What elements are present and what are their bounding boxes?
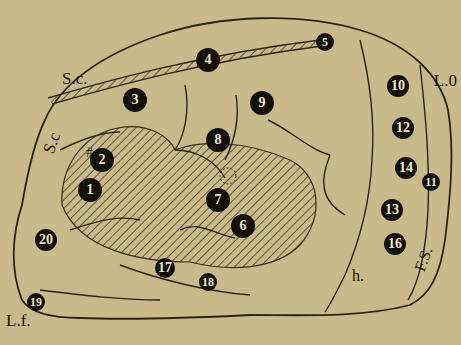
area-marker: 8 bbox=[206, 128, 230, 152]
brain-outline bbox=[14, 18, 452, 319]
dotted-mark bbox=[220, 168, 236, 184]
area-marker: 11 bbox=[422, 173, 440, 191]
callout-number: 3 bbox=[132, 93, 139, 107]
callout-number: 11 bbox=[425, 176, 436, 188]
callout-number: 20 bbox=[39, 233, 53, 247]
area-marker: 6 bbox=[231, 214, 255, 238]
area-marker: 9 bbox=[250, 91, 274, 115]
region-label: h. bbox=[352, 268, 364, 284]
central-sulcus bbox=[48, 40, 322, 104]
region-label: F.S. bbox=[412, 245, 435, 274]
callout-number: 6 bbox=[240, 219, 247, 233]
region-label: S.c. bbox=[62, 70, 88, 87]
area-marker: 4 bbox=[196, 48, 220, 72]
callout-number: 18 bbox=[202, 276, 214, 288]
callout-number: 5 bbox=[322, 36, 328, 48]
callout-number: 17 bbox=[158, 261, 172, 275]
area-marker: 7 bbox=[206, 188, 230, 212]
region-label: # bbox=[86, 146, 93, 160]
callout-number: 7 bbox=[215, 193, 222, 207]
callout-number: 16 bbox=[388, 237, 402, 251]
region-label: S.c bbox=[40, 130, 63, 156]
area-marker: 3 bbox=[123, 88, 147, 112]
area-marker: 19 bbox=[27, 293, 45, 311]
area-marker: 5 bbox=[316, 33, 334, 51]
hatched-area bbox=[62, 127, 316, 268]
region-label: L.f. bbox=[6, 312, 31, 329]
area-marker: 18 bbox=[199, 273, 217, 291]
area-marker: 1 bbox=[78, 178, 102, 202]
sulcus-hatch bbox=[48, 40, 322, 104]
area-marker: 16 bbox=[384, 233, 406, 255]
area-marker: 14 bbox=[395, 157, 417, 179]
callout-number: 13 bbox=[385, 203, 399, 217]
area-marker: 17 bbox=[155, 258, 175, 278]
area-marker: 10 bbox=[387, 75, 409, 97]
callout-number: 14 bbox=[399, 161, 413, 175]
region-label: L.0 bbox=[434, 72, 457, 89]
callout-number: 4 bbox=[205, 53, 212, 67]
callout-number: 12 bbox=[396, 121, 410, 135]
area-marker: 20 bbox=[35, 229, 57, 251]
area-marker: 2 bbox=[90, 148, 114, 172]
area-marker: 12 bbox=[392, 117, 414, 139]
callout-number: 9 bbox=[259, 96, 266, 110]
callout-number: 1 bbox=[87, 183, 94, 197]
callout-number: 10 bbox=[391, 79, 405, 93]
callout-number: 19 bbox=[30, 296, 42, 308]
callout-number: 2 bbox=[99, 153, 106, 167]
callout-number: 8 bbox=[215, 133, 222, 147]
area-marker: 13 bbox=[381, 199, 403, 221]
sulci bbox=[40, 40, 428, 312]
